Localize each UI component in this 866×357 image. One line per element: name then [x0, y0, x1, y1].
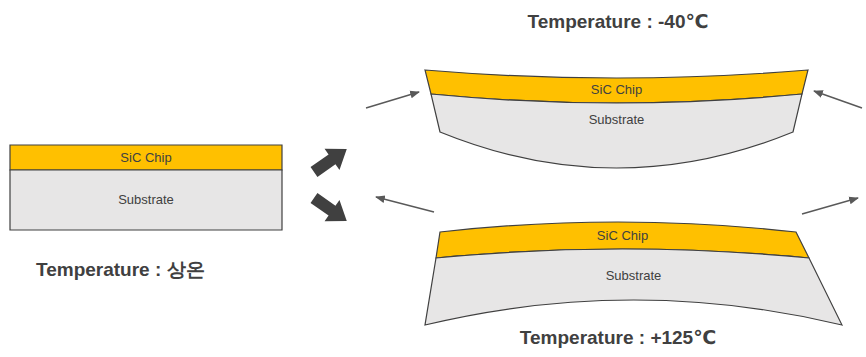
- substrate-layer: Substrate: [425, 249, 842, 325]
- temperature-label: Temperature : -40℃: [527, 11, 708, 34]
- layer-outline: [431, 94, 802, 168]
- layer-outline: [425, 249, 842, 325]
- layer-label: SiC Chip: [10, 150, 282, 166]
- layer-label: SiC Chip: [425, 82, 808, 98]
- force-arrow: [814, 91, 862, 108]
- transition-arrow: [307, 138, 355, 182]
- layer-outline: [10, 170, 282, 230]
- layer-label: Substrate: [10, 192, 282, 208]
- layer-outline: [431, 94, 802, 168]
- layer-outline: [425, 249, 842, 325]
- substrate-layer: Substrate: [431, 94, 802, 168]
- substrate-layer: Substrate: [10, 170, 282, 230]
- force-arrow: [802, 198, 858, 214]
- layer-label: Substrate: [431, 112, 802, 128]
- chip-layer: SiC Chip: [10, 145, 282, 170]
- layer-label: Substrate: [425, 268, 842, 284]
- layer-label: SiC Chip: [436, 228, 809, 244]
- force-arrow: [376, 197, 434, 212]
- temperature-label: Temperature : +125℃: [520, 327, 716, 350]
- layer-outline: [10, 145, 282, 170]
- force-arrow: [366, 92, 419, 108]
- transition-arrow: [307, 138, 355, 231]
- transition-arrow: [307, 187, 355, 231]
- temperature-label: Temperature : 상온: [36, 259, 205, 282]
